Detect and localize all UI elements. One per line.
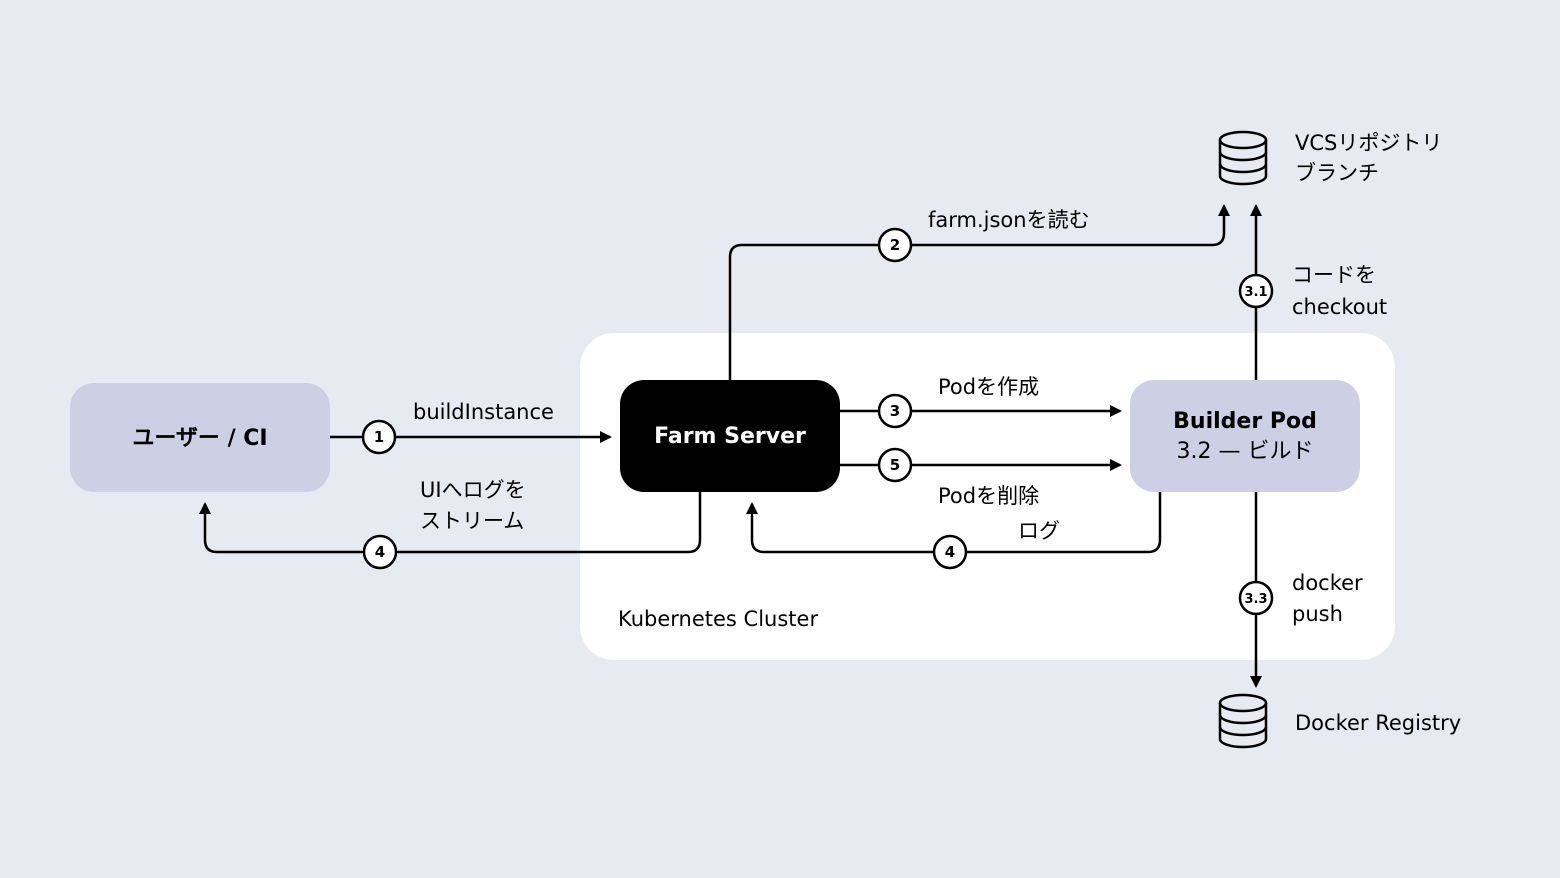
label-checkout-line2: checkout	[1292, 295, 1387, 319]
step-badge-1: 1	[361, 419, 397, 455]
svg-text:3.3: 3.3	[1244, 592, 1267, 607]
vcs-label-line1: VCSリポジトリ	[1295, 131, 1442, 155]
node-builder-pod-sublabel: 3.2 — ビルド	[1177, 439, 1314, 464]
step-badge-2: 2	[877, 227, 913, 263]
svg-text:5: 5	[890, 456, 900, 474]
node-builder-pod	[1130, 380, 1360, 492]
svg-text:4: 4	[945, 543, 955, 561]
database-icon	[1218, 693, 1268, 749]
cluster-label: Kubernetes Cluster	[618, 607, 818, 631]
label-docker-push-line2: push	[1292, 602, 1343, 626]
label-checkout-line1: コードを	[1292, 263, 1376, 287]
label-pod-logs: ログ	[1018, 519, 1060, 543]
svg-text:3: 3	[890, 402, 900, 420]
label-read-farm-json: farm.jsonを読む	[928, 208, 1090, 232]
vcs-label-line2: ブランチ	[1295, 161, 1379, 185]
label-delete-pod: Podを削除	[938, 484, 1039, 508]
label-build-instance: buildInstance	[413, 400, 554, 424]
node-user-ci-label: ユーザー / CI	[132, 426, 267, 451]
node-user-ci	[70, 383, 330, 492]
step-badge-4-stream: 4	[362, 534, 398, 570]
label-docker-push-line1: docker	[1292, 571, 1363, 595]
step-badge-3: 3	[877, 393, 913, 429]
label-create-pod: Podを作成	[938, 375, 1039, 399]
label-stream-logs-line1: UIへログを	[420, 478, 526, 502]
node-farm-server-label: Farm Server	[654, 424, 806, 449]
svg-text:1: 1	[374, 428, 384, 446]
step-badge-4-logs: 4	[932, 534, 968, 570]
node-farm-server	[620, 380, 840, 492]
node-builder-pod-label: Builder Pod	[1173, 409, 1317, 434]
step-badge-3-3: 3.3	[1238, 580, 1274, 616]
step-badge-3-1: 3.1	[1238, 273, 1274, 309]
svg-text:4: 4	[375, 543, 385, 561]
edge-read-farm-json	[728, 204, 1230, 380]
step-badge-5: 5	[877, 447, 913, 483]
database-icon	[1218, 130, 1268, 186]
edge-stream-logs	[199, 492, 702, 554]
registry-label: Docker Registry	[1295, 711, 1461, 735]
svg-text:3.1: 3.1	[1244, 285, 1267, 300]
svg-text:2: 2	[890, 236, 900, 254]
label-stream-logs-line2: ストリーム	[420, 509, 524, 533]
